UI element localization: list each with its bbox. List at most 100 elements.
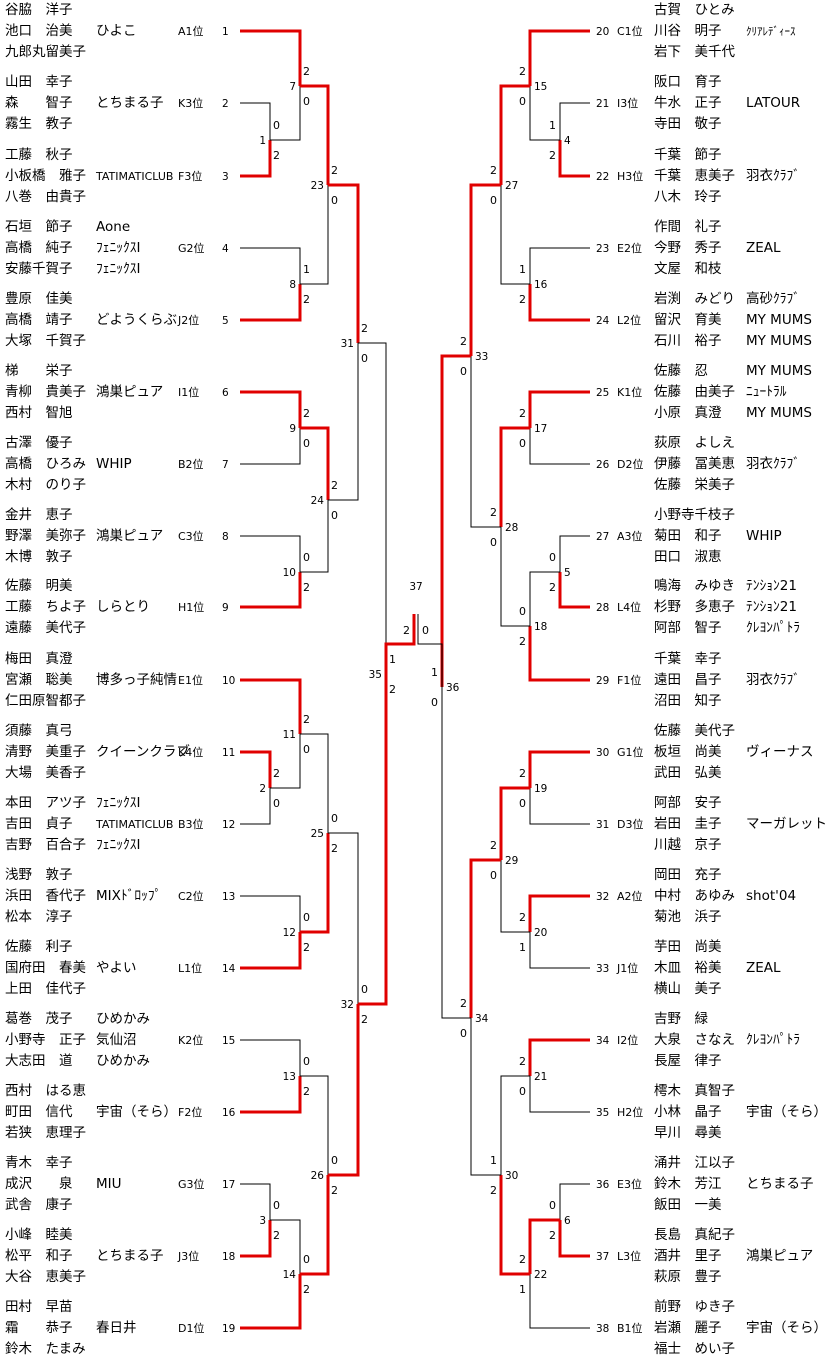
match-score: 0 bbox=[490, 869, 497, 882]
match-score: 2 bbox=[519, 911, 526, 924]
bracket-line bbox=[384, 614, 416, 674]
seed-label: B1位 bbox=[617, 1321, 643, 1335]
player-name: 遠藤 美代子 bbox=[5, 620, 86, 636]
club-name: マーガレット bbox=[746, 816, 827, 832]
club-name: 宇宙（そら） bbox=[746, 1320, 827, 1336]
seed-label: K4位 bbox=[178, 745, 203, 759]
player-name: 荻原 よしえ bbox=[654, 435, 735, 451]
club-name: ひめかみ bbox=[96, 1053, 150, 1069]
player-name: 小野寺 正子 bbox=[5, 1032, 86, 1048]
match-score: 0 bbox=[490, 536, 497, 549]
match-number: 13 bbox=[283, 1071, 296, 1083]
player-name: 高橋 ひろみ bbox=[5, 455, 86, 472]
club-name: とちまる子 bbox=[96, 1248, 164, 1264]
bracket-line bbox=[558, 140, 590, 178]
match-score: 2 bbox=[331, 1184, 338, 1197]
player-name: 横山 美子 bbox=[654, 981, 722, 997]
team-number: 9 bbox=[222, 602, 229, 614]
bracket-line bbox=[529, 428, 590, 465]
team-number: 22 bbox=[596, 171, 609, 183]
team-number: 16 bbox=[222, 1107, 236, 1119]
match-score: 2 bbox=[519, 1253, 526, 1266]
match-score: 1 bbox=[490, 1154, 497, 1167]
club-name: MY MUMS bbox=[746, 333, 812, 349]
match-score: 2 bbox=[549, 1229, 556, 1242]
bracket-line bbox=[559, 102, 590, 140]
match-score: 2 bbox=[303, 1283, 310, 1296]
seed-label: G3位 bbox=[178, 1177, 205, 1191]
match-score: 2 bbox=[490, 1184, 497, 1197]
match-number: 22 bbox=[534, 1269, 547, 1281]
team-number: 3 bbox=[222, 171, 229, 183]
seed-label: E3位 bbox=[617, 1177, 642, 1191]
match-number: 8 bbox=[289, 279, 296, 291]
club-name: しらとり bbox=[96, 599, 150, 615]
match-score: 0 bbox=[460, 365, 467, 378]
club-name: shot'04 bbox=[746, 888, 796, 904]
seed-label: G1位 bbox=[617, 745, 644, 759]
match-score: 0 bbox=[303, 1253, 310, 1266]
club-name: MIXﾄﾞﾛｯﾌﾟ bbox=[96, 888, 161, 904]
player-name: 若狭 恵理子 bbox=[5, 1125, 86, 1141]
bracket-line bbox=[240, 247, 301, 284]
bracket-line bbox=[240, 750, 272, 788]
match-number: 11 bbox=[283, 729, 296, 741]
team-number: 2 bbox=[222, 98, 229, 110]
bracket-line bbox=[300, 833, 330, 934]
player-name: 千葉 幸子 bbox=[654, 651, 722, 667]
match-score: 0 bbox=[490, 194, 497, 207]
player-name: 西村 はる恵 bbox=[5, 1083, 86, 1099]
seed-label: B2位 bbox=[178, 457, 204, 471]
match-number: 24 bbox=[311, 495, 325, 507]
bracket-line bbox=[529, 247, 590, 284]
club-name: 宇宙（そら） bbox=[96, 1104, 177, 1120]
match-number: 15 bbox=[534, 81, 547, 93]
player-name: 浅野 敦子 bbox=[5, 867, 73, 883]
player-name: 宮瀬 聡美 bbox=[5, 672, 73, 688]
match-score: 0 bbox=[331, 1154, 338, 1167]
player-name: 鈴木 たまみ bbox=[5, 1341, 86, 1357]
match-score: 0 bbox=[303, 551, 310, 564]
team-number: 14 bbox=[222, 963, 236, 975]
player-name: 長屋 律子 bbox=[654, 1053, 722, 1069]
player-name: 吉野 百合子 bbox=[5, 837, 86, 853]
bracket-line bbox=[240, 1274, 302, 1330]
player-name: 清野 美重子 bbox=[5, 744, 86, 760]
player-name: 萩原 豊子 bbox=[654, 1269, 722, 1285]
player-name: 佐藤 美代子 bbox=[654, 723, 735, 739]
team-number: 5 bbox=[222, 315, 229, 327]
club-name: 羽衣ｸﾗﾌﾞ bbox=[746, 672, 800, 688]
bracket-line bbox=[499, 1175, 530, 1276]
player-name: 吉野 緑 bbox=[654, 1011, 708, 1027]
club-name: MY MUMS bbox=[746, 312, 812, 328]
player-name: 浜田 香代子 bbox=[5, 888, 86, 904]
bracket-line bbox=[240, 535, 301, 572]
player-name: 小野寺千枝子 bbox=[654, 507, 735, 523]
bracket-line bbox=[529, 932, 590, 969]
match-number: 9 bbox=[289, 423, 296, 435]
match-score: 2 bbox=[361, 322, 368, 335]
seed-label: J1位 bbox=[616, 961, 638, 975]
match-score: 2 bbox=[403, 624, 410, 637]
bracket-line bbox=[328, 183, 360, 343]
bracket-line bbox=[240, 29, 302, 86]
match-number: 36 bbox=[446, 682, 460, 694]
match-score: 2 bbox=[519, 293, 526, 306]
match-score: 0 bbox=[303, 1055, 310, 1068]
club-name: ﾌｪﾆｯｸｽⅠ bbox=[96, 261, 140, 277]
player-name: 松平 和子 bbox=[5, 1248, 73, 1264]
match-score: 0 bbox=[519, 437, 526, 450]
match-number: 37 bbox=[409, 581, 422, 593]
player-name: 牛水 正子 bbox=[654, 95, 722, 111]
player-name: 大場 美香子 bbox=[5, 765, 86, 781]
bracket-line bbox=[529, 86, 560, 141]
match-number: 2 bbox=[259, 783, 266, 795]
player-name: 谷脇 洋子 bbox=[5, 2, 73, 18]
bracket-line bbox=[240, 788, 271, 825]
player-name: 西村 智旭 bbox=[5, 405, 73, 421]
player-name: 文屋 和枝 bbox=[654, 261, 722, 277]
match-score: 0 bbox=[303, 911, 310, 924]
player-name: 霜 恭子 bbox=[5, 1320, 73, 1336]
match-score: 0 bbox=[331, 509, 338, 522]
player-name: 岩渕 みどり bbox=[654, 291, 735, 307]
